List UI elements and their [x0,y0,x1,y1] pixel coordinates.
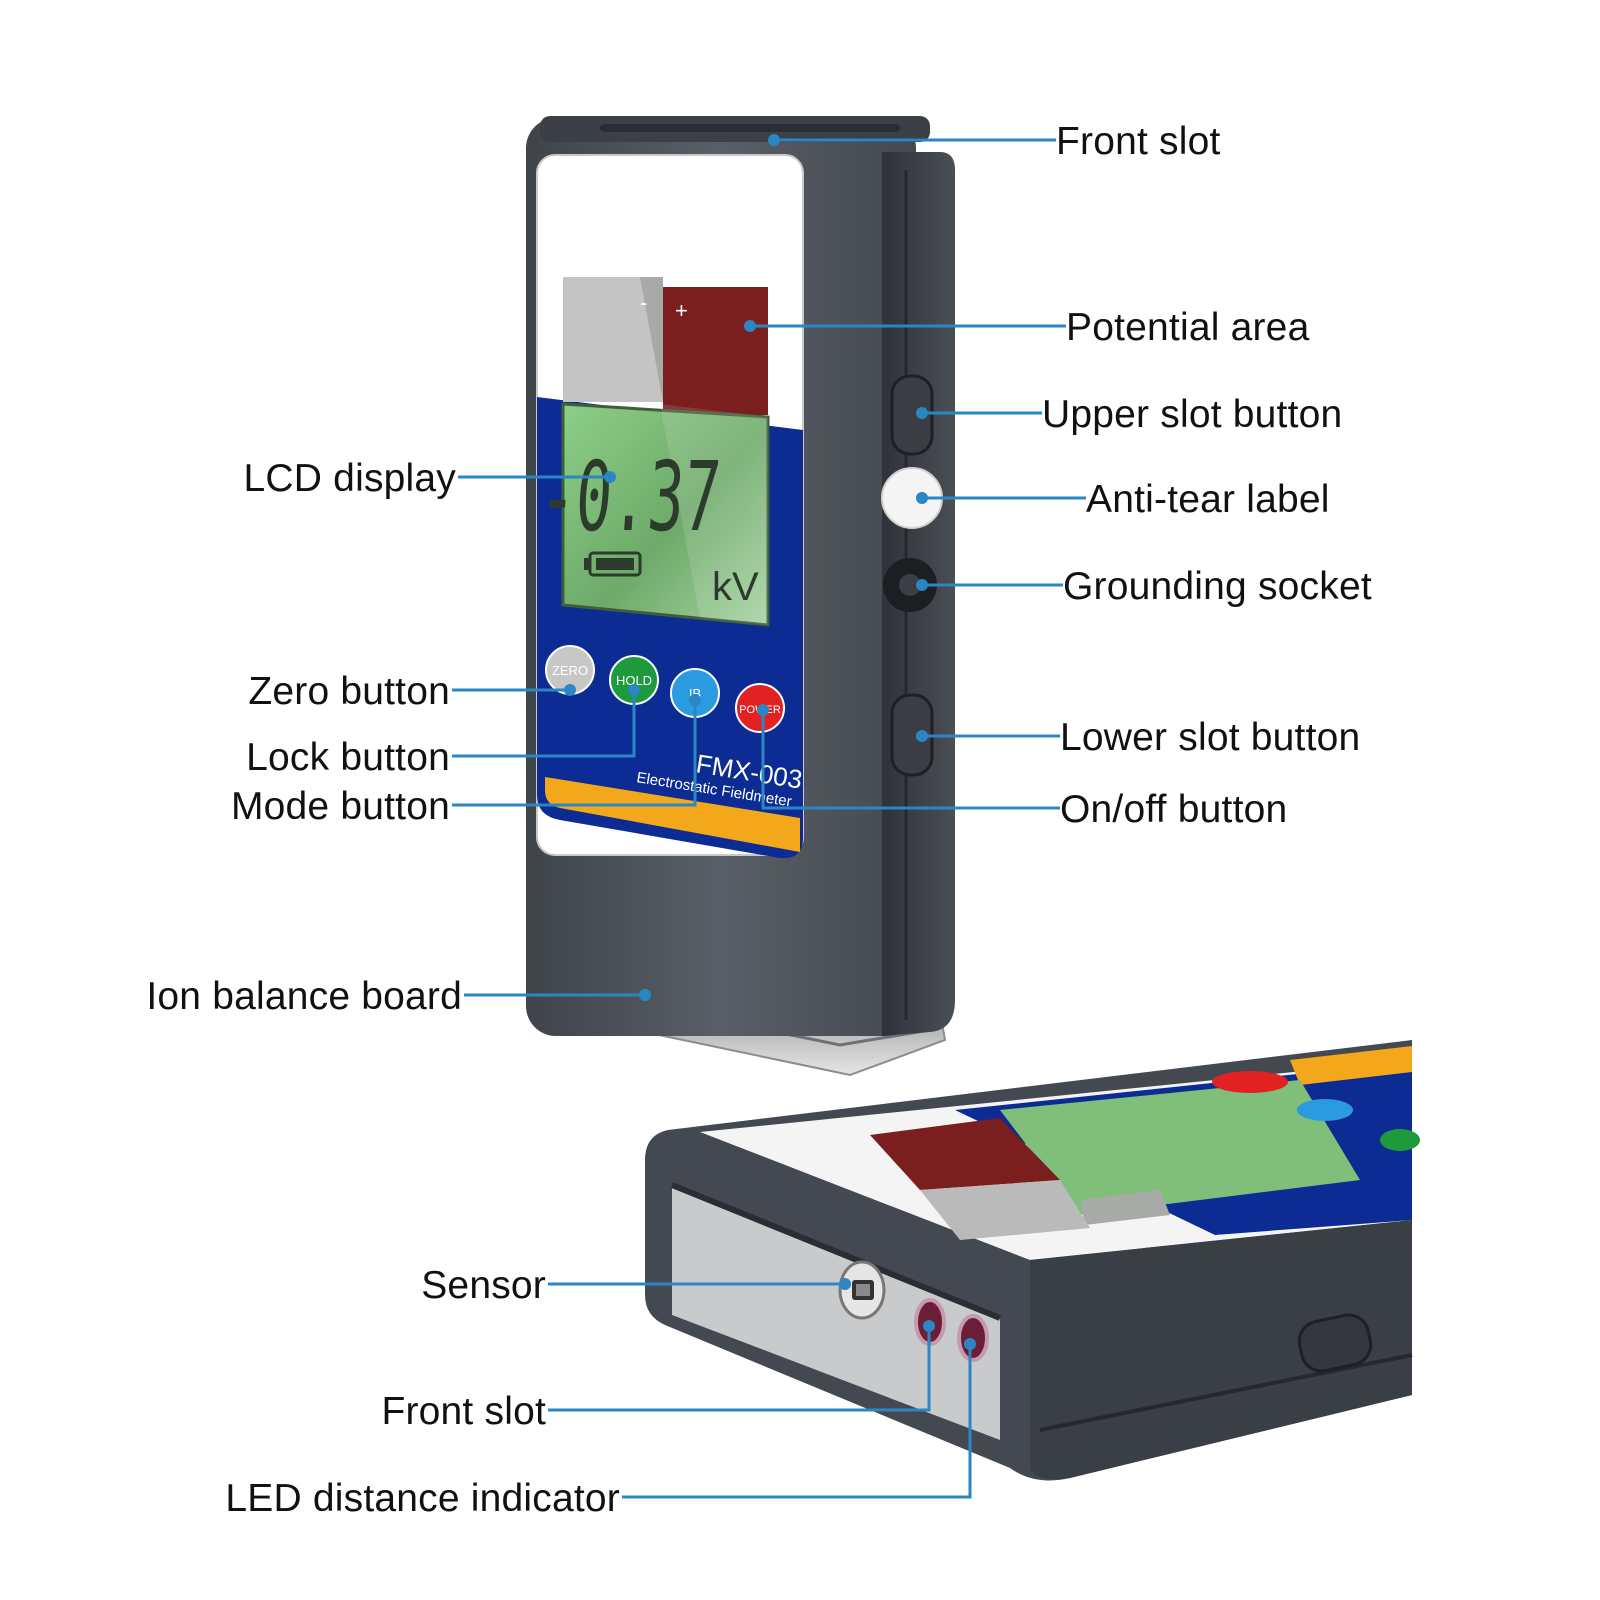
label-grounding-socket: Grounding socket [1063,565,1372,608]
leader-on-off-button [761,710,1060,810]
yellow-stripe [545,777,800,852]
potential-area [663,287,768,415]
label-ion-balance-board: Ion balance board [146,975,462,1018]
label-potential-area: Potential area [1066,306,1310,349]
label-lcd-display: LCD display [243,457,456,500]
led-distance-indicator [957,1314,989,1362]
leader-dots [564,134,976,1350]
leader-front-slot-bottom [548,1326,931,1412]
leader-lock-button [452,690,636,758]
label-front-slot-top: Front slot [1056,120,1221,163]
leader-mode-button [452,700,697,807]
label-upper-slot-button: Upper slot button [1042,393,1343,436]
plus-sign: + [675,298,688,323]
upright-device: - + -0.37 kV ZEROHOLDIBPOWER FMX-003 Ele… [526,116,955,1077]
hold-button-label: HOLD [616,673,652,688]
lying-front-face [672,1185,1000,1440]
lcd-unit: kV [712,565,759,609]
label-lower-slot-button: Lower slot button [1060,716,1361,759]
hold-button[interactable]: HOLD [609,655,659,705]
zero-button-label: ZERO [552,663,588,678]
label-led-distance-indicator: LED distance indicator [225,1477,620,1520]
lcd-value: -0.37 [536,441,724,553]
label-mode-button: Mode button [230,785,450,828]
label-zero-button: Zero button [248,670,450,713]
battery-icon [584,551,642,577]
lying-side-button[interactable] [1296,1311,1375,1374]
upper-slot-button[interactable] [890,374,934,456]
leader-led-distance [622,1344,972,1499]
label-anti-tear-label: Anti-tear label [1086,478,1330,521]
label-front-slot-bottom: Front slot [381,1390,546,1433]
lying-device [645,1040,1420,1481]
minus-sign: - [640,290,647,315]
lying-lcd [1000,1080,1360,1215]
zero-button[interactable]: ZERO [545,645,595,695]
sensor [838,1260,886,1320]
label-sensor: Sensor [421,1264,546,1307]
label-on-off-button: On/off button [1060,788,1288,831]
button-row: ZEROHOLDIBPOWER [545,645,785,733]
label-lock-button: Lock button [246,736,450,779]
leader-lines [452,138,1086,1499]
